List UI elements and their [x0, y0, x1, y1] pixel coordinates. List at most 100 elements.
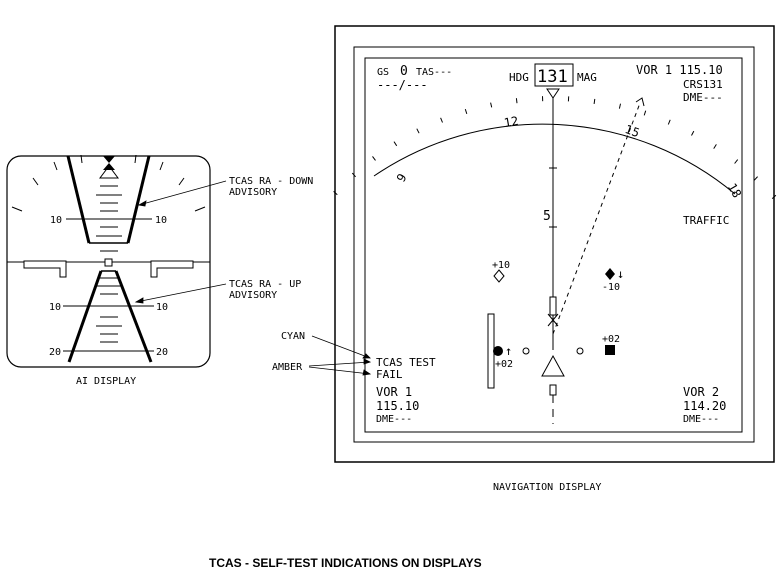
- track-line: [552, 102, 641, 335]
- ai-display-title: AI DISPLAY: [76, 376, 136, 387]
- roll-tick: [11, 206, 23, 212]
- tail-deviation-bar: [549, 384, 557, 396]
- compass-tick: [440, 117, 443, 123]
- pitch-label-10-right: 10: [155, 215, 167, 226]
- vor2-dme: DME---: [683, 414, 719, 425]
- own-aircraft-symbol: [541, 354, 565, 377]
- deviation-dot: [522, 347, 530, 355]
- deviation-dot: [576, 347, 584, 355]
- wind-readout: ---/---: [377, 78, 428, 92]
- nav-screen: [364, 57, 743, 433]
- roll-tick: [80, 154, 83, 164]
- roll-tick: [194, 206, 206, 212]
- compass-tick: [618, 103, 621, 109]
- vor1-dme: DME---: [376, 414, 412, 425]
- range-mark: 5: [543, 209, 551, 224]
- arrowhead: [137, 200, 147, 207]
- compass-tick: [351, 172, 356, 178]
- hdg-label: HDG: [509, 71, 529, 84]
- sky-pointer: [99, 165, 119, 179]
- crs-readout: CRS131: [683, 78, 723, 91]
- intruder-3-altitude: +02: [495, 359, 513, 370]
- figure-caption: TCAS - SELF-TEST INDICATIONS ON DISPLAYS: [209, 556, 482, 570]
- compass-tick: [643, 110, 647, 116]
- ra-down-right-edge: [126, 155, 151, 244]
- callout-amber: AMBER: [272, 362, 303, 373]
- gs-label: GS: [377, 67, 389, 78]
- compass-tick: [713, 144, 717, 149]
- hdg-value: 131: [537, 67, 568, 87]
- compass-tick: [372, 156, 376, 161]
- pitch-label-20-left: 20: [49, 347, 61, 358]
- callout-ra-down-line1: TCAS RA - DOWN: [229, 176, 313, 187]
- callout-texts: TCAS RA - DOWN ADVISORY TCAS RA - UP ADV…: [229, 176, 313, 373]
- callout-ra-up-line2: ADVISORY: [229, 290, 277, 301]
- leader-ra-down: [138, 180, 227, 206]
- ai-pitch-labels: 10 10 10 10 20 20: [49, 215, 168, 358]
- vor1-frequency: 115.10: [376, 399, 419, 413]
- leader-amber-2: [308, 366, 371, 375]
- heading-bug: [635, 97, 645, 107]
- nav-outer-frame: [334, 25, 775, 463]
- left-wing-symbol: [23, 260, 67, 278]
- lubber-triangle: [546, 88, 560, 99]
- course-deviation-bar: [549, 296, 557, 316]
- pitch-label-10-left: 10: [50, 215, 62, 226]
- compass-ticks: [333, 96, 777, 199]
- intruder-4-altitude: +02: [602, 334, 620, 345]
- aircraft-center-dot: [104, 258, 113, 267]
- roll-tick: [159, 161, 164, 171]
- compass-tick: [771, 194, 777, 199]
- traffic-filled-circle: [493, 346, 503, 356]
- mag-label: MAG: [577, 71, 597, 84]
- traffic-open-diamond: [493, 269, 505, 283]
- heading-box: [534, 63, 574, 87]
- pitch-label-20-right: 20: [156, 347, 168, 358]
- leader-cyan: [311, 335, 371, 359]
- ra-up-left-edge: [67, 270, 103, 363]
- roll-tick: [178, 177, 185, 186]
- compass-label-9: 9: [394, 171, 410, 184]
- compass-tick: [333, 191, 338, 196]
- arrowhead: [362, 353, 371, 359]
- traffic-label: TRAFFIC: [683, 214, 729, 227]
- callout-ra-up-line1: TCAS RA - UP: [229, 279, 301, 290]
- compass-tick: [667, 119, 671, 125]
- nav-display-title: NAVIGATION DISPLAY: [493, 482, 601, 493]
- roll-tick: [53, 161, 58, 171]
- compass-label-12: 12: [503, 114, 520, 130]
- intruder-2-arrow: ↓: [617, 267, 624, 281]
- compass-tick: [416, 128, 420, 134]
- ai-display: [6, 154, 211, 368]
- tcas-test-label: TCAS TEST: [376, 356, 436, 369]
- nav-display: [333, 25, 777, 463]
- ra-down-left-edge: [66, 155, 91, 244]
- compass-tick: [515, 98, 518, 104]
- compass-tick: [753, 176, 758, 181]
- pitch-label-10-left-lower: 10: [49, 302, 61, 313]
- compass-label-18: 18: [725, 181, 744, 201]
- nd-texts: GS 0 TAS--- ---/--- HDG 131 MAG VOR 1 11…: [376, 63, 729, 425]
- roll-tick: [32, 177, 39, 186]
- traffic-filled-square: [605, 345, 615, 355]
- callout-cyan: CYAN: [281, 331, 305, 342]
- compass-arc: [373, 123, 736, 195]
- vor2-frequency: 114.20: [683, 399, 726, 413]
- gs-value: 0: [400, 64, 408, 79]
- dme-top: DME---: [683, 91, 723, 104]
- roll-tick: [134, 154, 137, 164]
- ra-up-right-edge: [114, 270, 153, 363]
- leader-amber-1: [308, 361, 371, 367]
- intruder-1-altitude: +10: [492, 260, 510, 271]
- roll-pointer: [103, 156, 115, 170]
- cross-mark: [547, 313, 559, 327]
- vor1-header: VOR 1 115.10: [636, 63, 723, 77]
- compass-tick: [593, 98, 596, 104]
- leader-ra-up: [135, 283, 227, 303]
- fail-label: FAIL: [376, 368, 403, 381]
- compass-label-15: 15: [623, 122, 641, 140]
- compass-tick: [393, 141, 398, 147]
- nav-middle-frame: [353, 46, 755, 443]
- compass-tick: [490, 102, 493, 108]
